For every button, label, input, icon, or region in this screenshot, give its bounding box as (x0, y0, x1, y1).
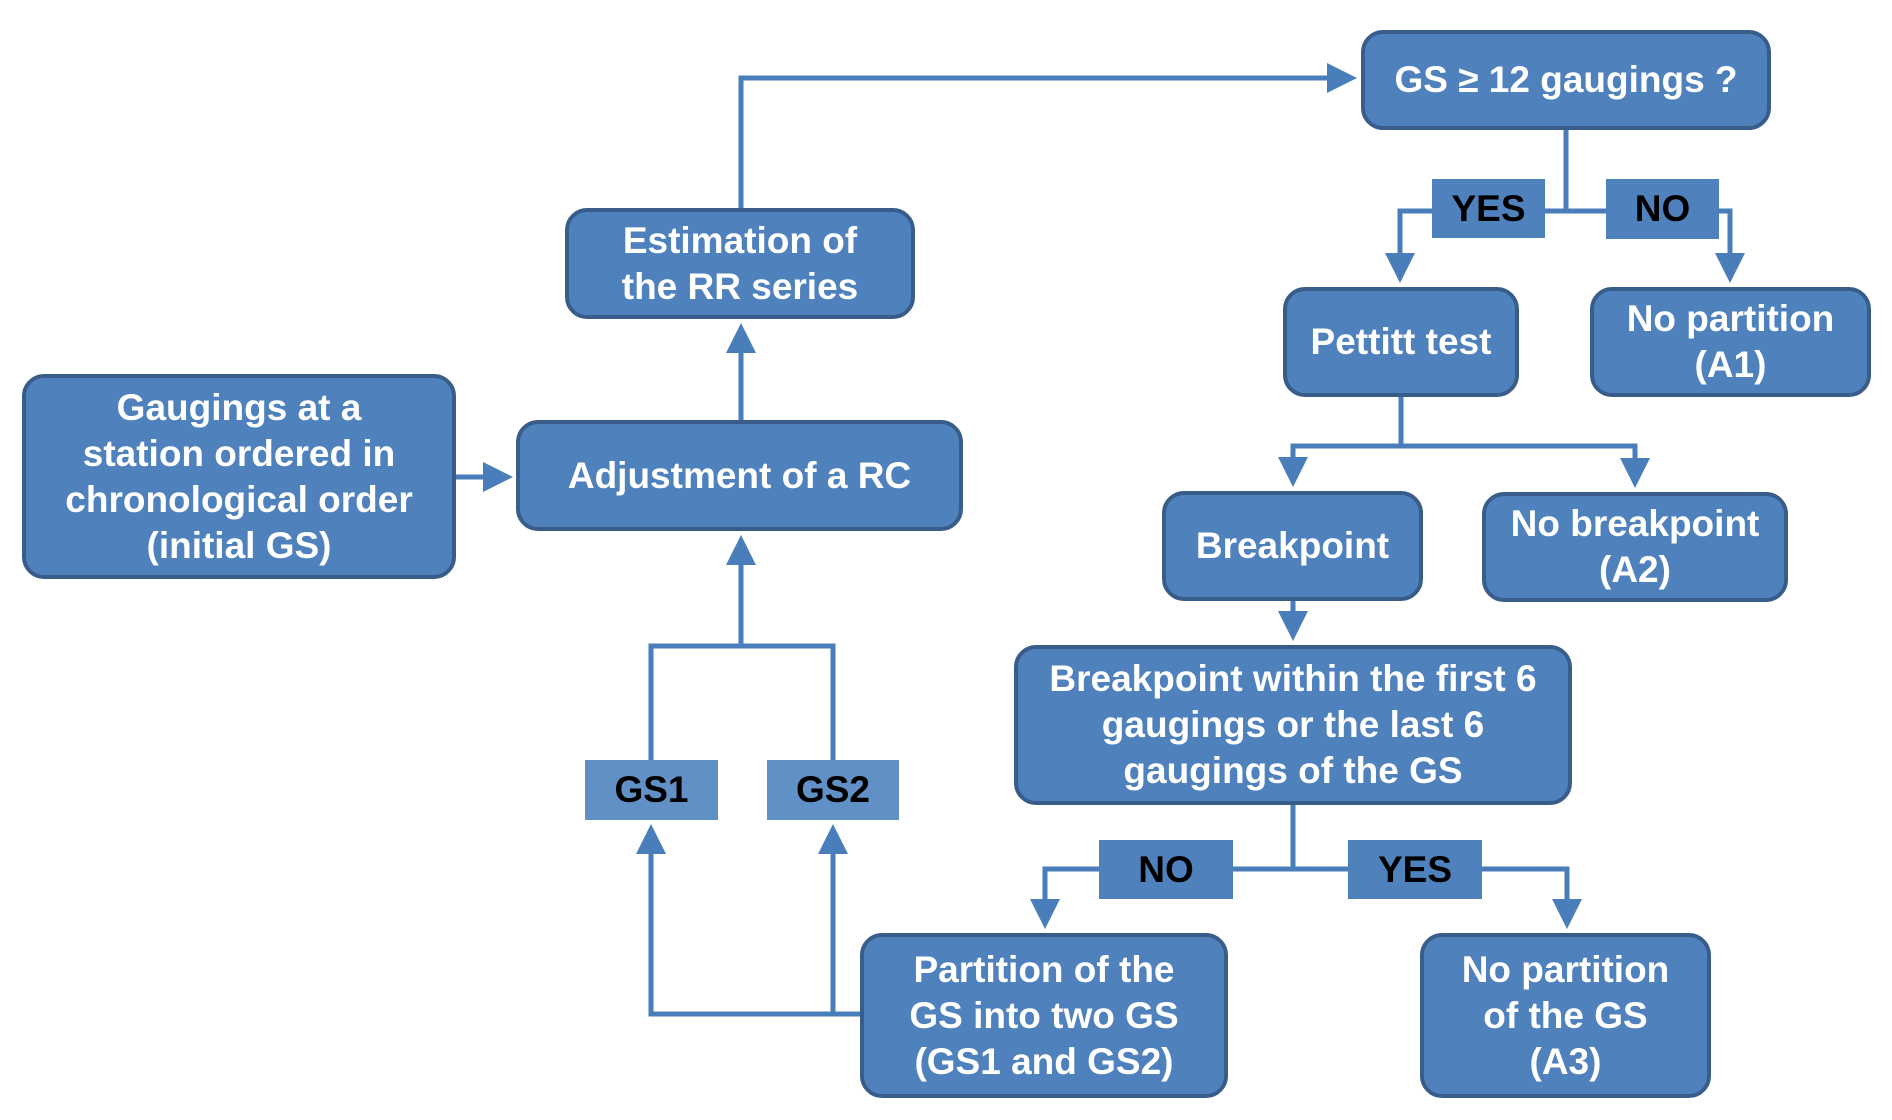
label-yes-1: YES (1432, 179, 1545, 238)
label-no-1: NO (1606, 179, 1719, 239)
edge-gs-adjustment (648, 643, 836, 760)
label-no-2: NO (1099, 840, 1233, 899)
label-yes-2: YES (1348, 840, 1482, 899)
node-no-partition-a1: No partition (A1) (1590, 287, 1871, 397)
node-estimation: Estimation of the RR series (565, 208, 915, 319)
label-gs1: GS1 (585, 760, 718, 820)
node-partition: Partition of the GS into two GS (GS1 and… (860, 933, 1228, 1098)
node-adjustment: Adjustment of a RC (516, 420, 963, 531)
node-breakpoint-within: Breakpoint within the first 6 gaugings o… (1014, 645, 1572, 805)
node-no-breakpoint-a2: No breakpoint (A2) (1482, 492, 1788, 602)
node-pettitt: Pettitt test (1283, 287, 1519, 397)
node-gaugings: Gaugings at a station ordered in chronol… (22, 374, 456, 579)
edge-partition-gs (636, 824, 860, 1017)
node-no-partition-a3: No partition of the GS (A3) (1420, 933, 1711, 1098)
edge-pettitt-a2 (1401, 443, 1650, 488)
node-breakpoint: Breakpoint (1162, 491, 1423, 601)
edge-pettitt-breakpoint (1278, 443, 1401, 487)
edge-estimation-gscheck (738, 63, 1357, 208)
label-gs2: GS2 (767, 760, 899, 820)
node-gs-check: GS ≥ 12 gaugings ? (1361, 30, 1771, 130)
